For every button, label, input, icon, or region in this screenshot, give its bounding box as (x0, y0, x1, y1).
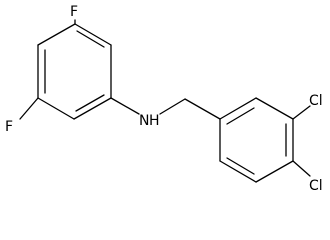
difluorophenyl-ring (19, 19, 112, 120)
chlorine-lower-label: Cl (309, 178, 323, 194)
dichlorophenyl-ring (219, 97, 311, 183)
fluorine-top-label: F (70, 4, 78, 20)
chemical-structure-diagram: F F N H Cl Cl (5, 4, 323, 194)
nitrogen-label: N (139, 113, 149, 129)
amine-linker (110, 97, 221, 120)
hydrogen-label: H (149, 113, 160, 129)
chlorine-upper-label: Cl (309, 93, 323, 109)
fluorine-left-label: F (5, 119, 13, 135)
